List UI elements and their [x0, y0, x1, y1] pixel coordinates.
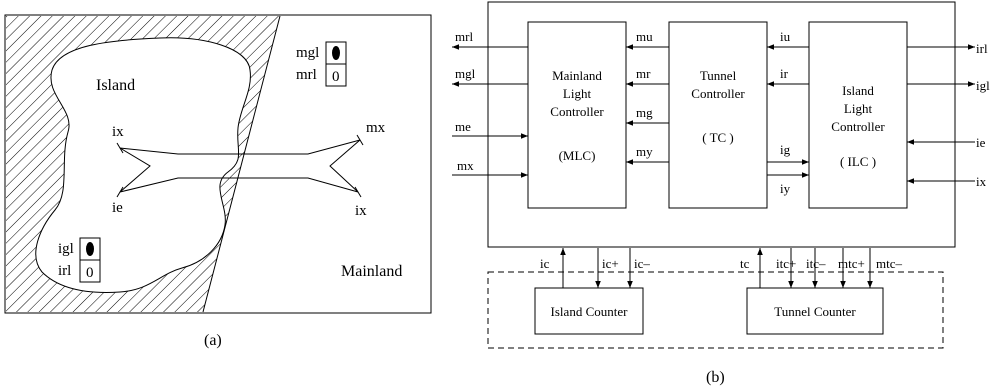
counter-signal-lines [560, 248, 873, 288]
tunnel-left-bottom-label: ie [112, 200, 123, 216]
signal-me: me [455, 119, 471, 134]
mainland-traffic-light: mgl mrl 0 [296, 41, 347, 87]
tunnel-counter-block: Tunnel Counter [746, 287, 884, 335]
mrl-label: mrl [296, 67, 317, 83]
mlc-line3: Controller [550, 104, 604, 119]
signal-igl: igl [976, 78, 990, 93]
tc-line3: ( TC ) [702, 130, 734, 145]
signal-itc-minus: itc– [806, 256, 826, 271]
signal-ix: ix [976, 174, 987, 189]
ilc-line2: Light [844, 101, 873, 116]
signal-tc: tc [740, 256, 750, 271]
tunnel-end-right-bottom [354, 186, 362, 198]
signal-iu: iu [780, 29, 791, 44]
mainland-red-lamp: 0 [332, 69, 340, 85]
tc-block: Tunnel Controller ( TC ) [668, 21, 768, 209]
signal-ig: ig [780, 142, 791, 157]
tunnel-right-top-label: mx [366, 120, 386, 136]
mlc-line1: Mainland [552, 68, 602, 83]
mlc-tc-signal-lines [626, 44, 669, 165]
ilc-line1: Island [842, 83, 874, 98]
mlc-line2: Light [563, 86, 592, 101]
tunnel-left-top-label: ix [112, 124, 124, 140]
irl-label: irl [58, 263, 71, 279]
tunnel-counter-label: Tunnel Counter [774, 304, 856, 319]
mainland-green-lamp [332, 46, 340, 60]
island-counter-block: Island Counter [534, 287, 644, 335]
counter-boundary [487, 271, 944, 349]
signal-mgl: mgl [455, 66, 476, 81]
signal-mg: mg [636, 105, 653, 120]
signal-mrl: mrl [455, 29, 473, 44]
right-signal-lines [907, 44, 975, 184]
tunnel-end-right-top [356, 134, 364, 146]
mgl-label: mgl [296, 45, 319, 61]
signal-ic-plus: ic+ [602, 256, 619, 271]
signal-iy: iy [780, 181, 791, 196]
panel-a-map: Island Mainland ix ie mx ix mgl mrl 0 ig… [4, 14, 432, 349]
caption-b: (b) [706, 369, 725, 386]
signal-irl: irl [976, 41, 988, 56]
signal-mtc-plus: mtc+ [838, 256, 865, 271]
tc-ilc-signal-lines [767, 44, 809, 178]
signal-mtc-minus: mtc– [876, 256, 902, 271]
island-traffic-light: igl irl 0 [58, 237, 101, 283]
signal-mx: mx [457, 158, 474, 173]
tunnel-end-left-bottom [116, 186, 124, 198]
tunnel-end-left-top [116, 142, 124, 154]
signal-ir: ir [780, 66, 789, 81]
left-signal-lines [452, 44, 528, 178]
tunnel-right-bottom-label: ix [355, 203, 367, 219]
ilc-line3: Controller [831, 119, 885, 134]
island-shape [35, 37, 251, 293]
igl-label: igl [58, 241, 74, 257]
mainland-label: Mainland [341, 263, 402, 280]
caption-a: (a) [204, 332, 222, 349]
island-label: Island [96, 77, 135, 94]
signal-ic: ic [540, 256, 550, 271]
signal-my: my [636, 144, 653, 159]
system-boundary [487, 1, 956, 248]
signal-mu: mu [636, 29, 653, 44]
tunnel-shape [119, 139, 361, 193]
mlc-line4: (MLC) [559, 148, 596, 163]
island-green-lamp [86, 242, 94, 256]
tc-line1: Tunnel [700, 68, 737, 83]
island-red-lamp: 0 [86, 265, 94, 281]
signal-itc-plus: itc+ [776, 256, 796, 271]
ilc-block: Island Light Controller ( ILC ) [808, 21, 908, 209]
ilc-line4: ( ILC ) [840, 154, 876, 169]
signal-ie: ie [976, 135, 986, 150]
island-counter-label: Island Counter [551, 304, 629, 319]
panel-b-block-diagram: Mainland Light Controller (MLC) Tunnel C… [452, 1, 990, 386]
mlc-block: Mainland Light Controller (MLC) [527, 21, 627, 209]
coastline [202, 15, 281, 313]
tc-line2: Controller [691, 86, 745, 101]
signal-ic-minus: ic– [634, 256, 650, 271]
signal-mr: mr [636, 66, 651, 81]
